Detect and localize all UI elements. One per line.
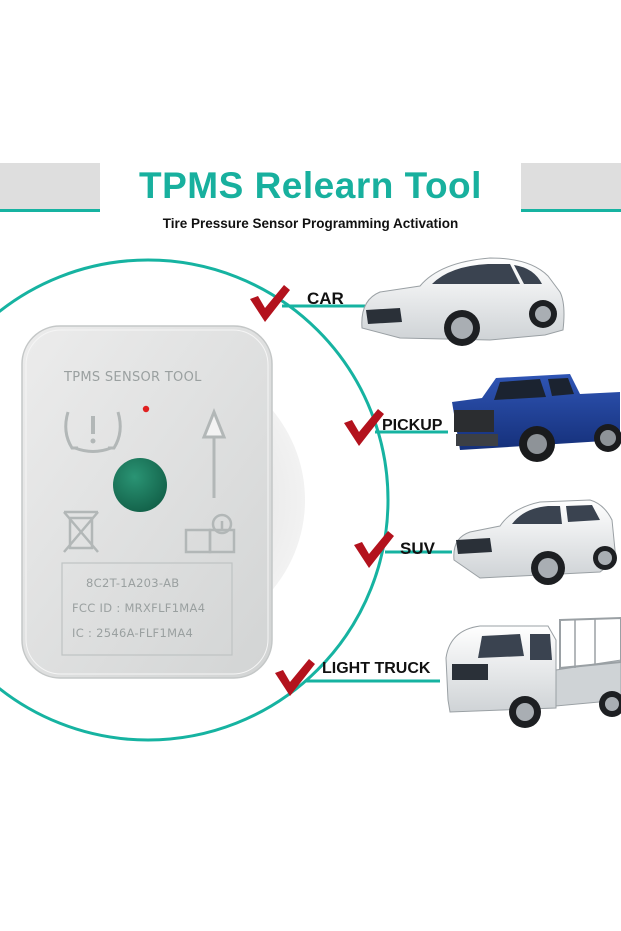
manual-book-icon xyxy=(184,513,236,554)
vehicle-label-pickup: PICKUP xyxy=(382,417,443,434)
check-icon-light-truck xyxy=(275,659,315,696)
vehicle-label-car: CAR xyxy=(307,289,344,308)
arrow-up-icon xyxy=(201,407,227,498)
sedan-car-icon xyxy=(361,257,565,346)
pickup-truck-icon xyxy=(452,374,621,462)
device-ic-number: IC : 2546A-FLF1MA4 xyxy=(72,626,194,640)
vehicle-label-suv: SUV xyxy=(400,539,435,558)
check-icon-suv xyxy=(354,531,394,568)
teal-ring xyxy=(0,258,390,742)
tire-pressure-icon xyxy=(64,411,122,453)
device-brand-text: TPMS SENSOR TOOL xyxy=(64,370,202,385)
tpms-device xyxy=(21,325,273,679)
device-part-number: 8C2T-1A203-AB xyxy=(86,576,180,590)
suv-icon xyxy=(453,499,617,585)
no-disposal-icon xyxy=(63,510,99,553)
device-fcc-id: FCC ID : MRXFLF1MA4 xyxy=(72,601,206,615)
page-subtitle: Tire Pressure Sensor Programming Activat… xyxy=(162,216,459,231)
connector-lines xyxy=(282,304,452,683)
led-indicator xyxy=(142,405,150,413)
check-icon-car xyxy=(250,285,290,322)
page-title: TPMS Relearn Tool xyxy=(139,165,482,206)
vehicle-label-light-truck: LIGHT TRUCK xyxy=(322,660,431,677)
check-icon-pickup xyxy=(344,409,384,446)
activate-button xyxy=(113,458,167,512)
title-box xyxy=(100,163,521,212)
light-truck-icon xyxy=(445,616,621,728)
check-icons xyxy=(250,285,394,696)
